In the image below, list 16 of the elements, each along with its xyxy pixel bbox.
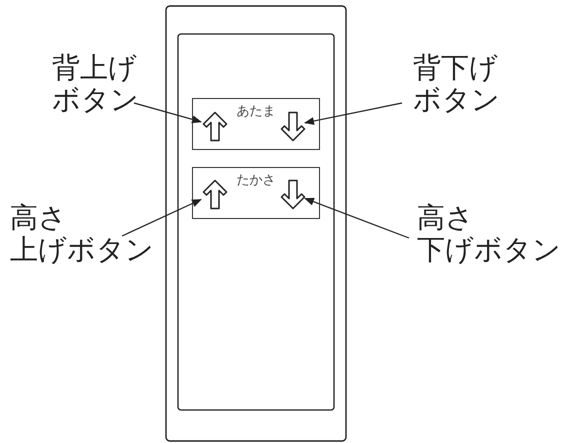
- callout-label: 高さ下げボタン: [417, 202, 561, 266]
- callout-label: 背下げボタン: [413, 52, 500, 116]
- down-arrow-icon: [280, 111, 306, 142]
- up-arrow-icon: [202, 179, 228, 210]
- panel-label: あたま: [236, 103, 276, 120]
- callout-label: 高さ上げボタン: [10, 202, 154, 266]
- button-panel: [192, 167, 320, 219]
- leader-line: [134, 102, 202, 124]
- up-arrow-icon: [202, 111, 228, 142]
- leader-line: [304, 198, 410, 239]
- callout-label: 背上げボタン: [52, 52, 139, 116]
- panel-label: たかさ: [236, 172, 276, 189]
- button-panel: [192, 98, 320, 150]
- down-arrow-icon: [280, 179, 306, 210]
- leader-line: [304, 102, 402, 125]
- leader-line: [122, 198, 202, 237]
